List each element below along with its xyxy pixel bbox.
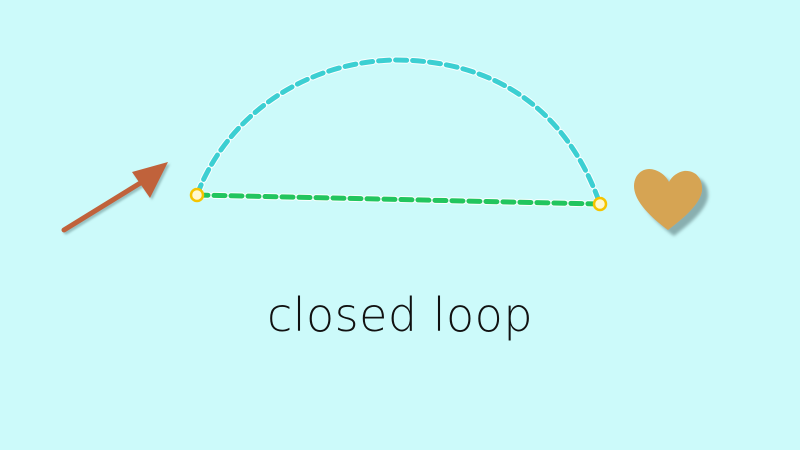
endpoint-left bbox=[189, 187, 205, 203]
arrow-icon bbox=[61, 162, 168, 233]
endpoint-right bbox=[592, 196, 608, 212]
loop-arc-dashes bbox=[194, 57, 603, 207]
loop-line-dashes bbox=[194, 192, 603, 207]
loop-arc-path bbox=[193, 56, 604, 208]
caption-label: closed loop bbox=[266, 288, 534, 342]
arrow-head bbox=[132, 162, 168, 198]
arrow-shaft bbox=[61, 179, 145, 233]
heart-icon bbox=[634, 168, 703, 230]
